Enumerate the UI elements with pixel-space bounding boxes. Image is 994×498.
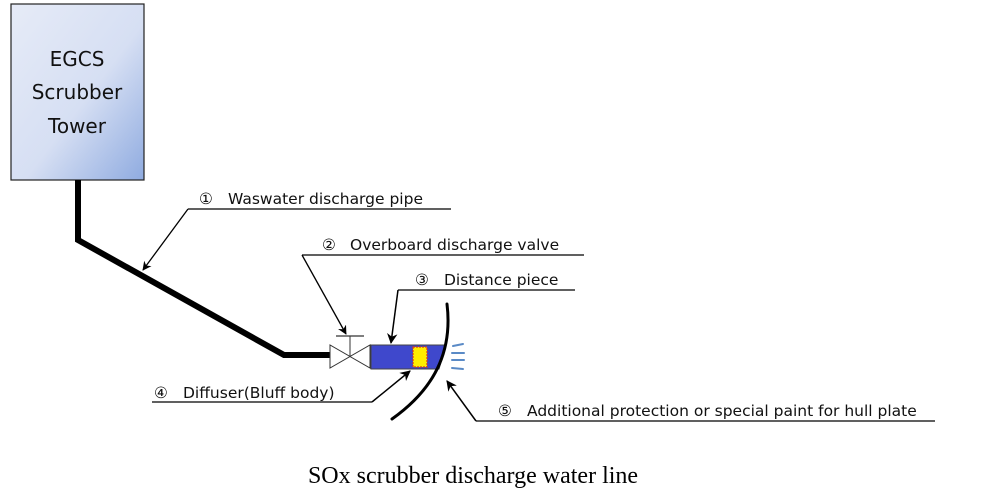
callout-5-arrow (446, 380, 477, 422)
hull-plate (390, 302, 450, 421)
callout-1-marker: ① (199, 190, 213, 208)
callout-2-marker: ② (322, 236, 336, 254)
callout-5-label: Additional protection or special paint f… (527, 402, 917, 420)
discharge-water-marks (451, 343, 465, 370)
tower-label-line-1: EGCS (50, 47, 105, 71)
callout-1-label: Waswater discharge pipe (228, 190, 423, 208)
callout-4-arrow (371, 370, 411, 403)
scrubber-tower: EGCS Scrubber Tower (10, 3, 145, 181)
overboard-valve (329, 335, 371, 369)
tower-box (10, 3, 145, 181)
callout-4-marker: ④ (154, 384, 168, 402)
distance-piece (370, 344, 447, 370)
callout-3-label: Distance piece (444, 271, 558, 289)
callout-2-label: Overboard discharge valve (350, 236, 559, 254)
callout-1-arrow (142, 208, 189, 271)
valve-right-triangle (348, 344, 371, 369)
diffuser-bluff-body (412, 346, 428, 368)
valve-left-triangle (329, 344, 352, 369)
callout-3: ③ Distance piece (387, 271, 575, 345)
callout-2: ② Overboard discharge valve (301, 236, 584, 335)
callout-4-label: Diffuser(Bluff body) (183, 384, 335, 402)
discharge-pipe (75, 180, 330, 358)
tower-label-line-3: Tower (47, 114, 107, 138)
callout-5: ⑤ Additional protection or special paint… (446, 380, 935, 422)
figure-caption: SOx scrubber discharge water line (308, 463, 638, 489)
tower-label-line-2: Scrubber (32, 80, 123, 104)
callout-3-marker: ③ (415, 271, 429, 289)
callout-1: ① Waswater discharge pipe (142, 190, 451, 271)
callout-3-arrow (387, 289, 399, 345)
callout-2-arrow (301, 254, 347, 335)
callout-4: ④ Diffuser(Bluff body) (152, 370, 411, 403)
callout-5-marker: ⑤ (498, 402, 512, 420)
